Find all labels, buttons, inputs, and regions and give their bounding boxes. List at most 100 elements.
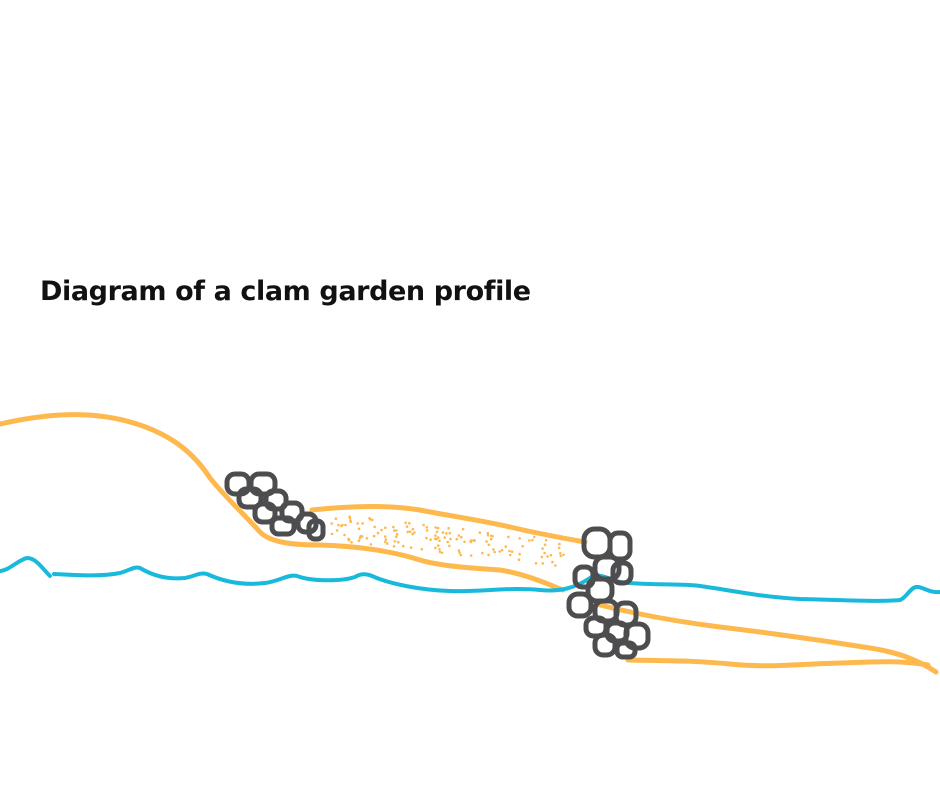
sand-dot	[443, 536, 447, 539]
sand-dot	[541, 562, 545, 565]
sand-dot	[469, 554, 473, 557]
sand-dot	[559, 554, 563, 558]
sand-dot	[330, 532, 334, 536]
sand-dot	[330, 522, 334, 525]
rock	[236, 486, 264, 510]
sand-dot	[448, 532, 452, 535]
sand-dot	[504, 545, 508, 548]
rock-wall-lower	[566, 526, 651, 660]
sand-dot	[397, 540, 400, 544]
sand-dot	[440, 551, 444, 555]
sand-dot	[372, 534, 376, 538]
sand-dot	[528, 539, 531, 542]
sand-dot	[361, 522, 364, 525]
sand-dot	[395, 529, 398, 532]
sand-dot	[449, 537, 452, 541]
sand-dot	[469, 540, 473, 544]
sand-dot	[347, 537, 350, 541]
sand-dot	[406, 530, 410, 534]
sand-dot	[337, 523, 340, 527]
sand-dot	[425, 526, 429, 529]
sand-dot	[392, 545, 396, 548]
sand-dot	[441, 531, 445, 534]
sand-dot	[554, 564, 557, 567]
sand-dot	[455, 537, 459, 541]
sand-dot	[438, 548, 441, 551]
sand-dot	[481, 551, 484, 555]
sand-dot	[508, 549, 511, 553]
sand-dot	[559, 552, 562, 555]
sand-dot	[486, 531, 490, 535]
sand-dot	[493, 550, 496, 554]
sand-dot	[405, 525, 409, 528]
sand-dot	[349, 520, 353, 523]
sand-dot	[434, 546, 437, 550]
sand-dot	[384, 538, 388, 541]
sand-dot	[393, 540, 397, 543]
sand-dot	[341, 523, 344, 527]
lower-beach-wedge	[597, 602, 939, 675]
sand-dot	[478, 531, 482, 534]
sand-dot	[457, 549, 461, 552]
rock	[581, 526, 613, 560]
sand-dot	[487, 543, 491, 547]
sand-dot	[408, 530, 412, 533]
sand-dot	[404, 521, 407, 525]
sand-dot	[420, 548, 424, 551]
rock-wall-upper	[224, 471, 326, 542]
sand-dot	[383, 535, 387, 538]
sand-dot	[485, 540, 488, 543]
sand-dot	[380, 528, 383, 532]
sand-dot	[557, 546, 561, 550]
sand-dot	[546, 555, 549, 558]
sand-dot	[434, 534, 437, 537]
sand-dot	[357, 527, 361, 531]
sand-dot	[413, 531, 416, 534]
sand-dot	[533, 535, 536, 539]
sand-dot	[562, 553, 565, 557]
sand-dot	[393, 529, 396, 532]
sand-dot	[373, 525, 377, 529]
sand-dot	[543, 543, 547, 546]
rock	[269, 515, 297, 537]
sand-dot	[368, 517, 371, 520]
sand-dot	[350, 541, 353, 544]
sand-dot	[356, 522, 360, 525]
sand-dot	[534, 561, 538, 565]
terrace-top-line	[309, 504, 588, 545]
rock	[607, 530, 633, 562]
sand-dot	[445, 532, 448, 535]
sand-dot	[463, 540, 466, 544]
sand-dot	[422, 523, 425, 527]
sand-dot	[487, 553, 490, 557]
sand-dot	[395, 535, 398, 538]
sand-dot	[472, 539, 476, 542]
sand-dot	[492, 548, 495, 551]
sand-dot	[376, 531, 380, 535]
sand-dot	[348, 516, 352, 520]
sand-dot	[408, 522, 411, 525]
sand-dot	[436, 526, 440, 530]
sand-dot	[425, 536, 428, 540]
sand-dot	[343, 533, 346, 537]
sand-dot	[543, 551, 546, 555]
sand-dot	[508, 553, 512, 557]
sand-dot	[489, 537, 493, 541]
sand-dot	[334, 517, 338, 520]
terrace-sand-fill	[330, 515, 565, 567]
sand-dot	[360, 534, 363, 538]
sand-dot	[518, 552, 521, 556]
sand-dot	[448, 544, 451, 548]
sand-dot	[383, 540, 387, 544]
sand-dot	[549, 553, 553, 557]
sand-dot	[384, 526, 387, 530]
sand-dot	[357, 539, 361, 542]
sand-dot	[498, 550, 502, 553]
sand-dot	[551, 560, 554, 564]
sand-dot	[486, 534, 490, 537]
sand-dot	[458, 551, 461, 554]
sand-dot	[433, 537, 437, 540]
sand-dot	[531, 538, 534, 542]
sand-dot	[459, 553, 463, 557]
sand-dot	[395, 532, 399, 536]
